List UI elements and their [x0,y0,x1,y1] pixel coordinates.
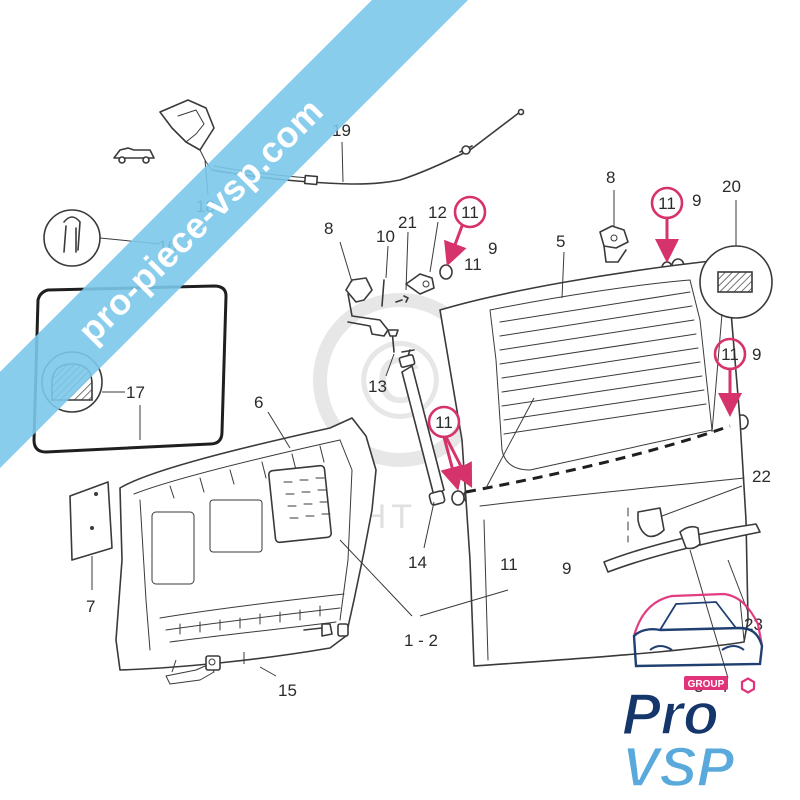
label-13: 13 [368,377,387,396]
logo-group-label: GROUP [688,679,725,690]
part-14-gas-strut [398,349,446,549]
label-8-left: 8 [324,219,333,238]
car-icon [113,147,155,164]
label-8-right: 8 [606,168,615,187]
logo-line1: Pro [622,682,719,747]
part-20-badge [699,200,773,433]
label-9-b: 9 [692,191,701,210]
svg-text:11: 11 [658,194,676,213]
hinge-left [339,221,439,377]
grille-slots [283,477,331,519]
label-14: 14 [408,553,427,572]
label-9-c: 9 [752,345,761,364]
part-6-trim-panel [115,411,377,671]
label-9-a: 9 [488,239,497,258]
svg-text:11: 11 [461,203,479,222]
label-9-d: 9 [562,559,571,578]
highlight-11-top-center: 11 [444,195,487,267]
label-11-a: 11 [464,255,482,274]
label-10: 10 [376,227,395,246]
label-5: 5 [556,232,565,251]
label-1-2: 1 - 2 [404,631,438,650]
logo-group-tag [684,676,728,690]
label-7: 7 [86,597,95,616]
svg-text:11: 11 [721,345,739,364]
label-12: 12 [428,203,447,222]
part-15-lock [165,623,349,685]
hex-nut-icon [740,677,756,694]
hinge-right [599,190,629,263]
highlight-11-right: 11 [713,337,747,417]
svg-text:11: 11 [435,413,453,432]
rear-window-heater-lines [499,291,707,435]
part-7-plate [69,481,113,590]
part-23-handle-bar [603,523,761,679]
label-21: 21 [398,213,417,232]
label-17: 17 [126,383,145,402]
brand-logo: GROUP Pro VSP [621,592,764,799]
logo-car-outline [632,592,764,668]
part-1-2-tailgate [339,251,749,667]
label-22: 22 [752,467,771,486]
part-22-emblem [627,485,743,543]
label-15: 15 [278,681,297,700]
highlight-callouts: 11 11 11 11 [427,186,747,491]
logo-line2: VSP [622,735,735,798]
highlight-11-center: 11 [427,405,473,491]
highlight-11-top-right: 11 [650,186,684,263]
label-6: 6 [254,393,263,412]
label-11-b: 11 [500,555,518,574]
label-20: 20 [722,177,741,196]
part-19-cable [211,108,525,186]
